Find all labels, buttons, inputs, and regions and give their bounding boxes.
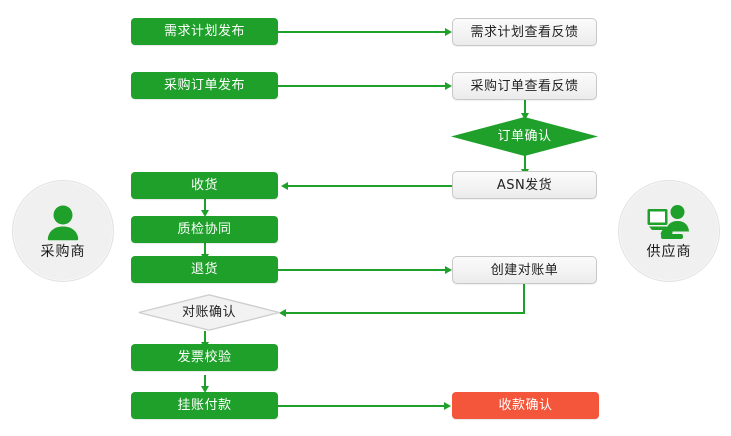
- connector-statement-down: [523, 284, 525, 313]
- connector-receive-to-quality: [204, 199, 206, 212]
- connector-demand-plan: [277, 31, 446, 33]
- node-return-goods[interactable]: 退货: [131, 256, 278, 283]
- node-label: 需求计划发布: [163, 24, 245, 39]
- arrowhead-quality: [201, 210, 209, 217]
- actor-label: 采购商: [40, 244, 86, 260]
- node-label: 采购订单查看反馈: [470, 78, 579, 94]
- actor-supplier[interactable]: 供应商: [618, 180, 720, 282]
- connector-payable-to-payment: [277, 405, 445, 407]
- arrowhead-po-publish: [445, 82, 452, 90]
- connector-asn-to-receive: [288, 185, 452, 187]
- node-label: 收货: [190, 178, 218, 193]
- arrowhead-order-confirm: [521, 113, 529, 120]
- node-payable-payment[interactable]: 挂账付款: [131, 392, 278, 419]
- node-invoice-check[interactable]: 发票校验: [131, 344, 278, 371]
- node-demand-plan-feedback[interactable]: 需求计划查看反馈: [452, 18, 597, 46]
- connector-order-confirm-to-asn: [524, 155, 526, 171]
- node-statement-confirm[interactable]: 对账确认: [138, 294, 280, 331]
- node-asn-shipment[interactable]: ASN发货: [452, 171, 597, 199]
- node-receive-goods[interactable]: 收货: [131, 172, 278, 199]
- node-demand-plan-publish[interactable]: 需求计划发布: [131, 18, 278, 45]
- arrowhead-create-statement: [445, 266, 452, 274]
- node-label: 采购订单发布: [163, 78, 245, 93]
- node-label: 需求计划查看反馈: [470, 24, 579, 40]
- person-icon: [47, 205, 79, 241]
- node-label: 发票校验: [177, 350, 232, 365]
- node-label: ASN发货: [496, 177, 553, 193]
- node-order-confirm[interactable]: 订单确认: [451, 117, 598, 156]
- person-at-computer-icon: [647, 205, 689, 239]
- node-label: 质检协同: [177, 222, 232, 237]
- arrowhead-statement-confirm: [279, 309, 286, 317]
- connector-return-to-statement: [277, 269, 446, 271]
- node-po-feedback[interactable]: 采购订单查看反馈: [452, 72, 597, 100]
- actor-label: 供应商: [646, 244, 692, 260]
- arrowhead-payable: [201, 386, 209, 393]
- connector-po-publish: [277, 85, 446, 87]
- diamond-shape: [451, 117, 598, 156]
- connector-quality-to-return: [204, 243, 206, 256]
- connector-statement-to-confirm: [286, 312, 525, 314]
- node-quality-collab[interactable]: 质检协同: [131, 216, 278, 243]
- diamond-shape: [138, 294, 280, 331]
- node-create-statement[interactable]: 创建对账单: [452, 256, 597, 284]
- connector-confirm-to-invoice: [204, 331, 206, 344]
- node-label: 退货: [190, 262, 218, 277]
- node-label: 对账确认: [181, 305, 236, 320]
- node-label: 创建对账单: [490, 262, 559, 278]
- node-label: 订单确认: [497, 129, 552, 144]
- node-label: 挂账付款: [177, 398, 232, 413]
- arrowhead-payment-confirm: [444, 402, 451, 410]
- node-payment-confirm[interactable]: 收款确认: [452, 392, 599, 419]
- node-label: 收款确认: [498, 398, 553, 413]
- arrowhead-demand-plan: [445, 28, 452, 36]
- node-po-publish[interactable]: 采购订单发布: [131, 72, 278, 99]
- connector-invoice-to-payable: [204, 375, 206, 388]
- arrowhead-receive: [281, 182, 288, 190]
- actor-buyer[interactable]: 采购商: [12, 180, 114, 282]
- connector-po-feedback-to-order-confirm: [524, 99, 526, 115]
